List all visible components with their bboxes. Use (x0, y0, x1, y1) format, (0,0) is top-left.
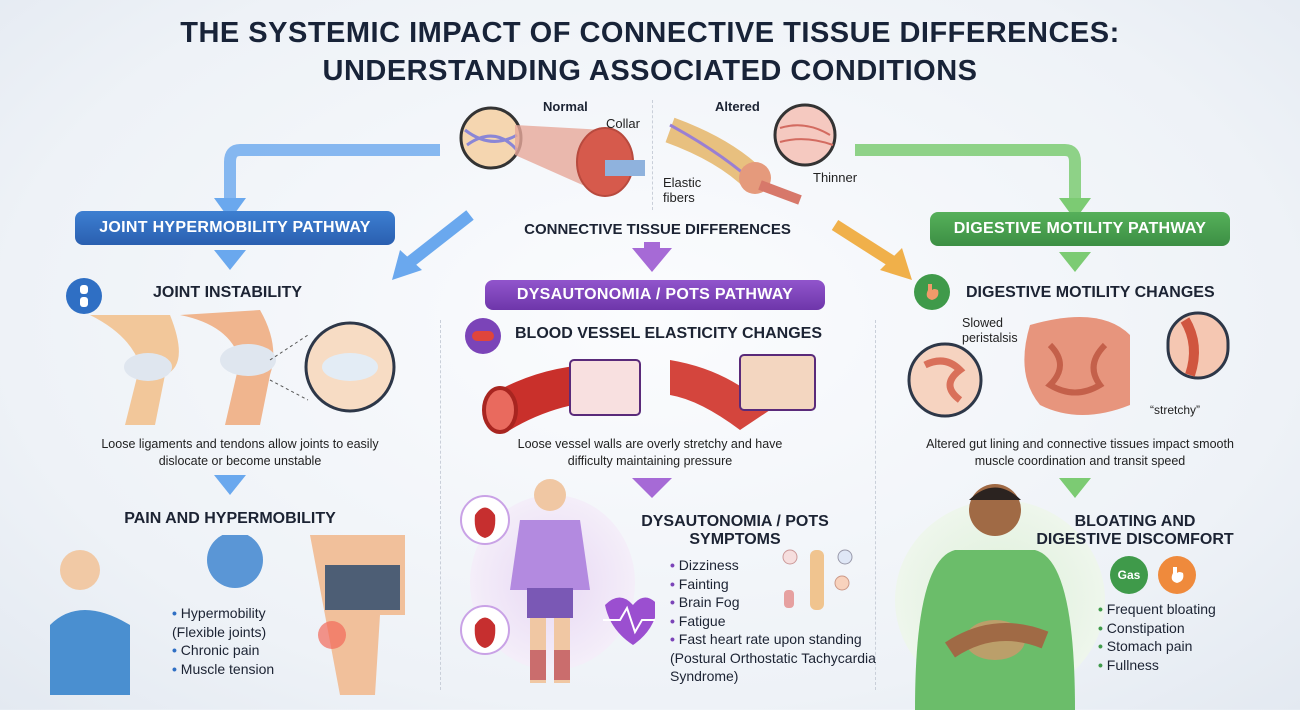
pots-symptoms-heading: DYSAUTONOMIA / POTS SYMPTOMS (641, 513, 829, 548)
pain-hypermobility-heading: PAIN AND HYPERMOBILITY (124, 510, 336, 527)
connective-tissue-heading: CONNECTIVE TISSUE DIFFERENCES (524, 221, 791, 238)
slowed-peristalsis-label: Slowed peristalsis (962, 316, 1018, 345)
blood-vessel-heading: BLOOD VESSEL ELASTICITY CHANGES (515, 325, 823, 342)
normal-label: Normal (543, 99, 588, 114)
list-item: Stomach pain (1098, 637, 1258, 656)
elastic-fibers-label: Elastic fibers (663, 175, 702, 205)
list-item: Hypermobility (Flexible joints) (172, 604, 312, 641)
bloating-heading: BLOATING AND DIGESTIVE DISCOMFORT (1036, 513, 1234, 548)
intestine-illustration (907, 311, 1230, 418)
digestive-motility-caption: Altered gut lining and connective tissue… (926, 437, 1234, 468)
gas-icon: Gas (1110, 556, 1148, 594)
blood-vessel-illustration (482, 354, 816, 434)
knee-joint-icon (66, 278, 102, 314)
list-item: Fast heart rate upon standing (Postural … (670, 630, 900, 686)
list-item: Dizziness (670, 556, 900, 575)
list-item: Fatigue (670, 612, 900, 631)
list-item: Muscle tension (172, 660, 312, 679)
pots-symptoms-list: Dizziness Fainting Brain Fog Fatigue Fas… (670, 556, 900, 686)
knee-joint-illustration (90, 310, 396, 425)
blood-vessel-icon (465, 318, 501, 354)
title-line-1: THE SYSTEMIC IMPACT OF CONNECTIVE TISSUE… (180, 17, 1120, 49)
title-line-2: UNDERSTANDING ASSOCIATED CONDITIONS (322, 55, 978, 87)
bloated-person-illustration (915, 484, 1075, 710)
list-item: Brain Fog (670, 593, 900, 612)
collar-label: Collar (606, 116, 640, 131)
dysautonomia-pots-pathway-label: DYSAUTONOMIA / POTS PATHWAY (485, 280, 825, 310)
pain-hypermobility-illustration (50, 535, 405, 695)
joint-instability-heading: JOINT INSTABILITY (153, 284, 303, 301)
list-item: Frequent bloating (1098, 600, 1258, 619)
altered-label: Altered (715, 99, 760, 114)
joint-instability-caption: Loose ligaments and tendons allow joints… (101, 437, 379, 468)
stomach-pain-icon (1158, 556, 1196, 594)
center-divider (652, 100, 653, 210)
left-column-divider (440, 320, 441, 690)
person-illustration (460, 479, 655, 683)
stomach-icon (914, 274, 950, 310)
blood-vessel-caption: Loose vessel walls are overly stretchy a… (517, 437, 783, 468)
digestive-motility-heading: DIGESTIVE MOTILITY CHANGES (966, 284, 1215, 301)
list-item: Fainting (670, 575, 900, 594)
stretchy-label: “stretchy” (1150, 403, 1201, 417)
list-item: Constipation (1098, 619, 1258, 638)
list-item: Chronic pain (172, 641, 312, 660)
right-column-divider (875, 320, 876, 690)
bloating-list: Frequent bloating Constipation Stomach p… (1098, 600, 1258, 674)
connective-tissue-illustration (459, 103, 837, 205)
pain-hypermobility-list: Hypermobility (Flexible joints) Chronic … (172, 604, 312, 678)
joint-hypermobility-pathway-label: JOINT HYPERMOBILITY PATHWAY (75, 211, 395, 245)
thinner-label: Thinner (813, 170, 858, 185)
list-item: Fullness (1098, 656, 1258, 675)
digestive-motility-pathway-label: DIGESTIVE MOTILITY PATHWAY (930, 212, 1230, 246)
